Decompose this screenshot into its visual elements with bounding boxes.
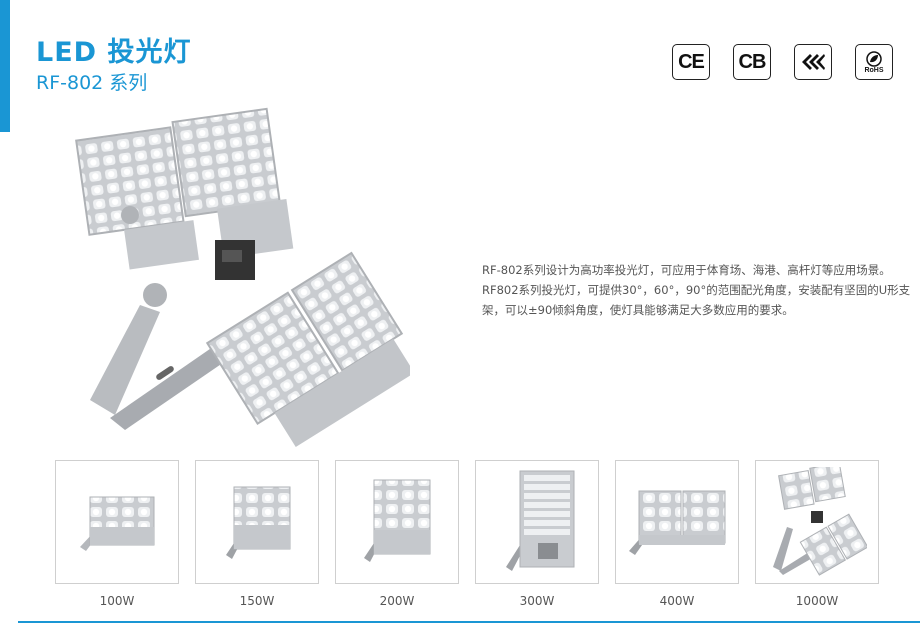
product-thumbnails: 100W 150W 200W — [55, 460, 879, 608]
product-thumbnail[interactable]: 200W — [335, 460, 459, 608]
product-label: 400W — [659, 594, 695, 608]
product-label: 300W — [519, 594, 555, 608]
product-description: RF-802系列设计为高功率投光灯，可应用于体育场、海港、高杆灯等应用场景。RF… — [482, 263, 911, 317]
product-thumbnail[interactable]: 300W — [475, 460, 599, 608]
product-image-300w — [475, 460, 599, 584]
product-thumbnail[interactable]: 400W — [615, 460, 739, 608]
certification-logos: CE CB RoHS — [672, 44, 893, 80]
cb-mark-text: CB — [738, 50, 767, 73]
product-image-150w — [195, 460, 319, 584]
rohs-mark-text: RoHS — [864, 66, 884, 74]
page-subtitle: RF-802 系列 — [36, 72, 148, 94]
rohs-leaf-icon — [866, 50, 882, 67]
ccc-mark-icon — [794, 44, 832, 80]
ce-mark-text: CE — [678, 50, 705, 73]
floodlight-product-image — [75, 107, 410, 447]
product-label: 100W — [99, 594, 135, 608]
product-thumbnail[interactable]: 100W — [55, 460, 179, 608]
product-label: 200W — [379, 594, 415, 608]
product-thumbnail[interactable]: 150W — [195, 460, 319, 608]
product-label: 1000W — [795, 594, 839, 608]
product-thumbnail[interactable]: 1000W — [755, 460, 879, 608]
ce-mark-icon: CE — [672, 44, 710, 80]
product-label: 150W — [239, 594, 275, 608]
cb-mark-icon: CB — [733, 44, 771, 80]
product-image-200w — [335, 460, 459, 584]
page-title: LED 投光灯 — [36, 37, 192, 68]
product-image-100w — [55, 460, 179, 584]
ccc-mark-graphic — [802, 54, 825, 70]
product-image-400w — [615, 460, 739, 584]
bottom-divider — [18, 621, 920, 623]
accent-bar — [0, 0, 10, 132]
rohs-mark-icon: RoHS — [855, 44, 893, 80]
product-image-1000w — [755, 460, 879, 584]
